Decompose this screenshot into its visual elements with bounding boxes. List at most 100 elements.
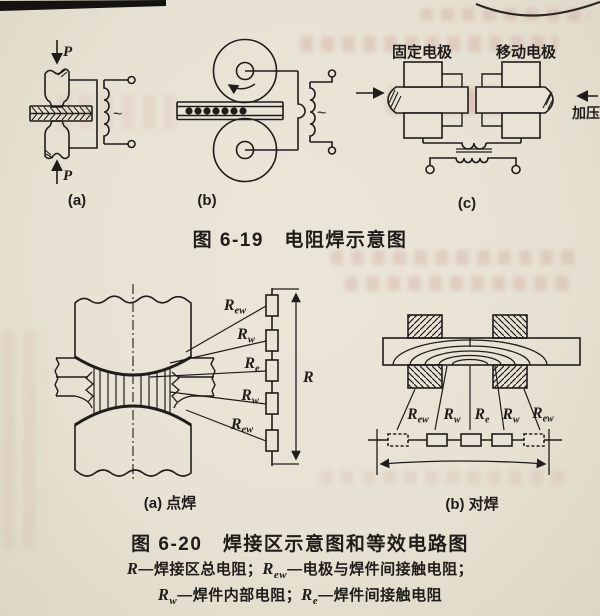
fixed-electrode-lower-block (403, 112, 443, 139)
lower-right-clamp-electrode (492, 364, 528, 389)
hatch-mark (44, 149, 54, 159)
transformer-coil (309, 77, 333, 147)
resistor-label: Rew (531, 405, 554, 425)
resistor-symbol (265, 429, 279, 452)
left-sheet-tabs (54, 357, 88, 397)
fig20-caption: 图 6-20 焊接区示意图和等效电路图 (131, 534, 469, 555)
moving-electrode-label: 移动电极 (496, 43, 557, 61)
r-subscript: ew (273, 569, 288, 581)
resistor-symbol (265, 329, 279, 352)
transformer-coil (429, 157, 517, 166)
fig19b-sublabel: (b) (197, 192, 216, 209)
rotation-arrow (227, 83, 256, 95)
fig19a-spot-welding-diagram (29, 40, 136, 184)
resistor-symbol (265, 392, 279, 415)
hatch-mark (57, 69, 68, 78)
resistor-label: Re (474, 406, 490, 426)
supply-terminal (425, 164, 435, 175)
current-field-lines (93, 366, 171, 415)
resistor-symbol-dashed (523, 433, 545, 447)
resistor-label: Rw (240, 387, 260, 407)
left-workpiece-rod (387, 86, 469, 114)
r-symbol: R (301, 585, 313, 604)
fixed-electrode-label: 固定电极 (392, 43, 453, 61)
dimension-ticks (272, 288, 299, 465)
lower-left-clamp-electrode (407, 364, 443, 389)
scan-edge-artifact (0, 0, 166, 11)
force-label: P (63, 44, 73, 60)
supply-terminal (127, 75, 136, 85)
transformer-coil (103, 79, 128, 145)
r-subscript: w (169, 595, 178, 607)
transformer-core (456, 148, 492, 153)
fig19c-sublabel: (c) (458, 195, 476, 212)
clamp-yoke (442, 73, 502, 127)
resistor-label: Rew (223, 297, 247, 317)
resistor-label: Rw (501, 406, 519, 426)
sheet-strip (176, 101, 284, 121)
fig20-legend-line-1: R—焊接区总电阻；Rew—电极与焊件间接触电阻； (0, 558, 600, 581)
fig20b-sublabel: (b) 对焊 (445, 495, 498, 513)
lower-electrode (74, 405, 192, 477)
heat-zone-arcs (392, 339, 548, 366)
r-symbol: R (157, 585, 170, 604)
fig19c-butt-welding-diagram (356, 61, 598, 175)
ac-symbol: ~ (317, 105, 326, 122)
moving-electrode-lower-block (501, 112, 541, 139)
fig20a-spot-weld-zone (54, 284, 301, 482)
upper-right-clamp-electrode (492, 314, 528, 339)
r-symbol: R (262, 559, 274, 578)
force-label: P (63, 168, 73, 184)
fig20b-butt-weld-zone (368, 314, 581, 475)
fig19b-seam-welding-diagram (176, 38, 337, 183)
moving-electrode-upper-block (501, 61, 541, 88)
r-symbol: R (126, 559, 139, 578)
scan-edge-artifact (475, 0, 600, 17)
fig19a-sublabel: (a) (68, 192, 86, 209)
workpiece-bar (382, 337, 581, 366)
sheet-squeeze-zigzag (85, 371, 180, 403)
r-subscript: e (312, 595, 319, 607)
lower-electrode-face (74, 404, 192, 427)
resistor-label: Re (243, 355, 260, 375)
legend-text: —焊件间接触电阻 (318, 587, 443, 604)
resistor-symbol (491, 433, 513, 447)
fig20-legend-line-2: Rw—焊件内部电阻；Re—焊件间接触电阻 (0, 584, 600, 607)
supply-terminal (127, 139, 136, 149)
resistor-symbol (460, 433, 482, 447)
secondary-loop-wire (245, 70, 306, 151)
resistor-symbol-dashed (387, 433, 409, 447)
dimension-extension-lines (376, 429, 550, 475)
pressure-label: 加压 (571, 105, 600, 121)
upper-left-clamp-electrode (407, 314, 443, 339)
upper-electrode (44, 68, 70, 108)
resistor-symbol (265, 359, 279, 382)
fixed-electrode-upper-block (403, 61, 443, 88)
right-workpiece-rod (475, 86, 554, 114)
legend-text: —焊接区总电阻； (138, 561, 263, 578)
right-sheet-tabs (178, 357, 216, 397)
resistor-label: Rw (236, 326, 256, 346)
sheet-deformation (74, 395, 192, 409)
legend-text: —电极与焊件间接触电阻； (287, 561, 474, 578)
supply-terminal (327, 146, 337, 155)
hatch-mark (388, 89, 402, 111)
fig19-caption: 图 6-19 电阻焊示意图 (192, 230, 408, 251)
hatch-mark (542, 91, 554, 110)
span-arrow (379, 458, 547, 469)
resistor-label: Rew (230, 416, 254, 436)
leader-lines (396, 365, 541, 431)
supply-terminal (511, 164, 521, 175)
ac-symbol: ~ (113, 106, 122, 123)
sheet-hatching (31, 106, 92, 121)
resistor-symbol (426, 433, 448, 447)
upper-electrode-face (74, 355, 192, 377)
secondary-loop-wire (422, 138, 522, 150)
leader-lines (149, 305, 267, 442)
total-resistance-label: R (302, 369, 314, 386)
weld-nugget-dots (185, 107, 247, 115)
lower-electrode (44, 120, 70, 160)
legend-text: —焊件内部电阻； (177, 587, 302, 604)
